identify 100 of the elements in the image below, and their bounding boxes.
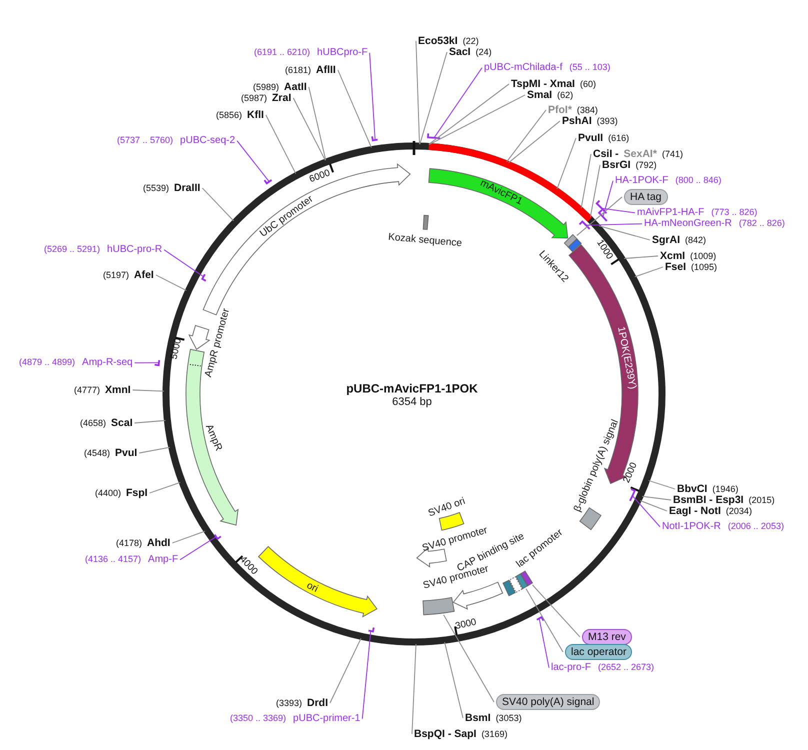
primer-range: (5269 .. 5291): [44, 244, 100, 254]
primer-range: (773 .. 826): [711, 207, 758, 218]
leader-line: [632, 495, 660, 528]
tick-label: 5000: [170, 338, 184, 360]
leader-line: [138, 446, 170, 454]
cut-position: (4548): [84, 448, 110, 458]
cut-position: (1009): [690, 251, 716, 262]
enzyme-name: FspI: [126, 487, 148, 500]
leader-line: [508, 120, 560, 164]
primer-range: (5737 .. 5760): [117, 135, 174, 146]
leader-line: [526, 588, 564, 652]
primer-range: (800 .. 846): [675, 175, 722, 186]
leader-line: [428, 84, 510, 145]
enzyme-name: EagI - NotI: [669, 505, 721, 518]
enzyme-name: CsiI -: [593, 148, 619, 160]
leader-line: [132, 390, 164, 392]
cut-position: (3393): [276, 698, 302, 708]
enzyme-name: PshAI: [562, 115, 592, 128]
primer-range: (55 .. 103): [569, 62, 610, 72]
cut-position: (60): [580, 79, 596, 90]
leader-line: [590, 164, 600, 218]
feature-name: AmpR: [202, 423, 224, 453]
cut-position: (616): [608, 133, 630, 144]
feature-label: HA tag: [624, 189, 668, 205]
primer-name: hUBCpro-F: [317, 47, 368, 58]
leader-line: [601, 208, 636, 214]
primer-name: Amp-R-seq: [82, 357, 133, 368]
enzyme-name: XcmI: [660, 250, 686, 262]
enzyme-name: XmnI: [105, 384, 131, 396]
cut-position: (4658): [80, 418, 106, 428]
cut-position: (741): [662, 149, 683, 160]
cut-position: (5987): [241, 93, 268, 104]
cut-position: (393): [596, 116, 618, 126]
sequence-length: 6354 bp: [392, 396, 432, 408]
tick-label: 2000: [622, 461, 640, 485]
leader-line: [292, 98, 326, 161]
leader-line: [538, 618, 550, 668]
leader-line: [640, 500, 668, 512]
cut-position: (842): [685, 235, 706, 246]
enzyme-name: FseI: [665, 261, 686, 274]
primer-name: mAivFP1-HA-F: [637, 207, 704, 218]
leader-line: [416, 40, 420, 145]
primer-range: (782 .. 826): [738, 218, 785, 228]
primer-name: pUBC-mChilada-f: [484, 62, 562, 74]
cut-position: (384): [576, 105, 598, 116]
leader-line: [444, 642, 464, 718]
feature-name: AmpR promoter: [204, 308, 232, 378]
leader-line: [634, 266, 664, 278]
enzyme-name: AfeI: [134, 269, 154, 282]
leader-line: [308, 86, 326, 161]
primer-name: lac-pro-F: [551, 662, 592, 674]
leader-line: [434, 67, 482, 138]
cut-position: (5539): [143, 183, 170, 194]
enzyme-name: SmaI: [527, 89, 552, 102]
leader-line: [265, 114, 296, 174]
leader-line: [443, 614, 494, 702]
cut-position: (792): [636, 160, 657, 170]
enzyme-name: AatII: [284, 81, 307, 94]
enzyme-name: SacI: [449, 46, 471, 58]
leader-line: [586, 223, 642, 226]
enzyme-name: PvuII: [578, 132, 604, 144]
leader-line: [576, 196, 622, 236]
cut-position: (4178): [116, 538, 142, 548]
enzyme-name: BsrGI: [602, 159, 631, 172]
tick-label: 3000: [454, 618, 478, 632]
leader-line: [602, 180, 614, 218]
feature-name: ori: [304, 581, 320, 595]
leader-line: [506, 110, 546, 162]
enzyme-name: DrdI: [307, 697, 328, 710]
leader-line: [134, 362, 160, 364]
enzyme-name: AhdI: [147, 537, 170, 550]
cut-position: (3169): [481, 729, 508, 740]
enzyme-name: BbvCI: [677, 483, 708, 496]
leader-line: [598, 225, 650, 240]
leader-line: [580, 154, 592, 209]
primer-name: pUBC-primer-1: [293, 713, 360, 724]
primer-range: (3350 .. 3369): [230, 713, 286, 724]
cut-position: (22): [462, 36, 479, 46]
leader-line: [134, 420, 166, 424]
enzyme-name: BsmI: [465, 712, 491, 724]
enzyme-name: BspQI - SapI: [414, 728, 476, 740]
cut-position: (3053): [496, 713, 522, 724]
primer-range: (4879 .. 4899): [19, 357, 76, 368]
enzyme-name: TspMI - XmaI: [511, 78, 575, 90]
leader-line: [155, 274, 187, 291]
leader-line: [419, 52, 448, 145]
enzyme-name: DraIII: [174, 182, 200, 194]
map-title: pUBC-mAvicFP1-1POK: [346, 382, 478, 396]
leader-line: [202, 188, 234, 222]
cut-position: (5856): [216, 110, 242, 120]
primer-name: NotI-1POK-R: [662, 521, 721, 532]
feature-label: SV40 poly(A) signal: [496, 694, 600, 710]
leader-line: [164, 249, 204, 278]
enzyme-name: BsmBI - Esp3I: [673, 494, 744, 506]
enzyme-name: SexAI*: [624, 148, 657, 160]
cut-position: (4777): [74, 385, 100, 396]
enzyme-name: KflI: [247, 109, 264, 122]
leader-line: [172, 530, 206, 544]
leader-line: [180, 536, 217, 560]
cut-position: (6181): [285, 65, 312, 76]
